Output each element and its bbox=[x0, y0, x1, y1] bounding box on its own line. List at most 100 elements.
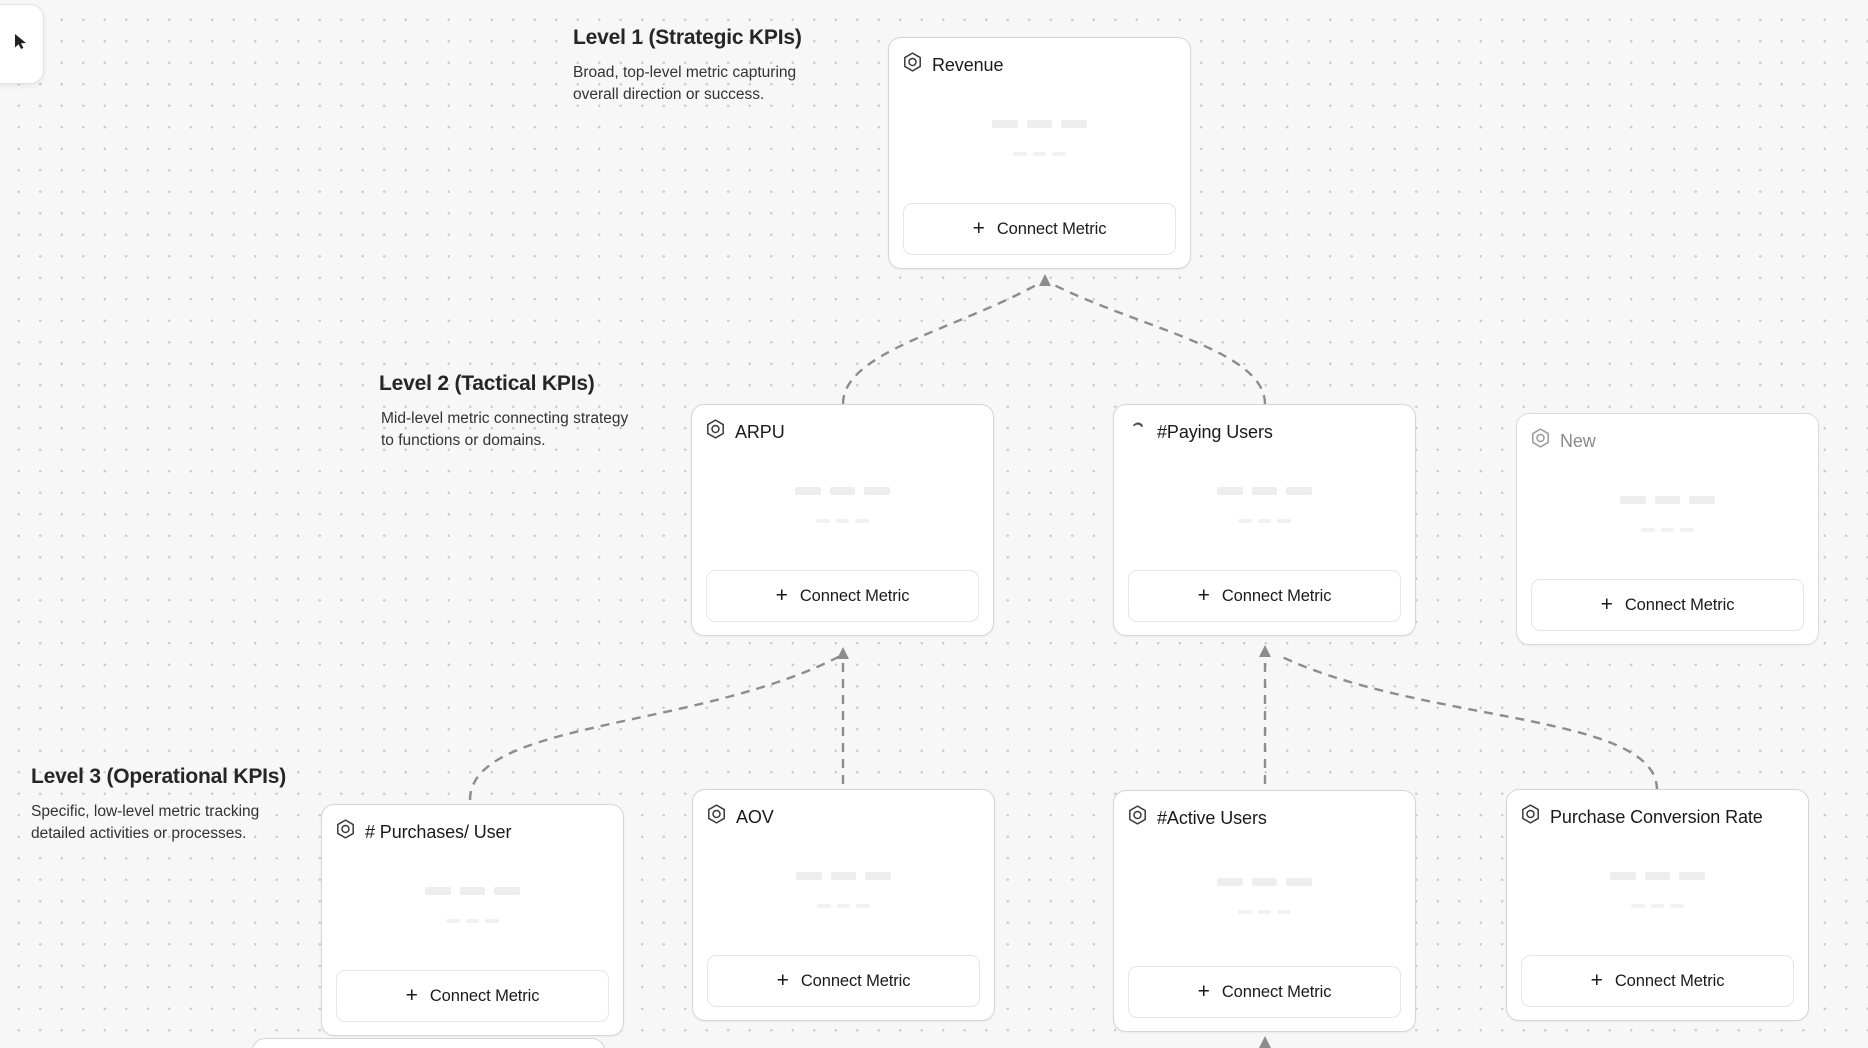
skeleton-bar bbox=[795, 486, 821, 495]
card-header: ARPU bbox=[706, 419, 979, 445]
skeleton-bar bbox=[836, 518, 849, 523]
skeleton-bars-secondary bbox=[1238, 518, 1291, 523]
level-3-title: Level 3 (Operational KPIs) bbox=[31, 765, 287, 788]
skeleton-bar bbox=[865, 871, 891, 880]
skeleton-bar bbox=[1013, 151, 1027, 156]
skeleton-bar bbox=[1052, 151, 1066, 156]
skeleton-bars-primary bbox=[1217, 877, 1312, 886]
connect-metric-button[interactable]: + Connect Metric bbox=[1531, 579, 1804, 631]
plus-icon: + bbox=[1197, 979, 1210, 1003]
connect-metric-label: Connect Metric bbox=[996, 219, 1107, 238]
skeleton-bars-primary bbox=[1610, 871, 1705, 880]
skeleton-bar bbox=[1620, 495, 1646, 504]
skeleton-bar bbox=[1252, 877, 1277, 886]
arrowhead-paying-users bbox=[1259, 645, 1271, 657]
skeleton-bar bbox=[1610, 871, 1636, 880]
skeleton-bar bbox=[425, 886, 451, 895]
connect-metric-button[interactable]: + Connect Metric bbox=[336, 970, 609, 1022]
plus-icon: + bbox=[972, 216, 985, 240]
metric-card-paying-users[interactable]: #Paying Users + Connect Metric bbox=[1113, 404, 1416, 636]
connect-metric-label: Connect Metric bbox=[1221, 586, 1332, 605]
connect-metric-button[interactable]: + Connect Metric bbox=[1521, 955, 1794, 1007]
skeleton-bars-primary bbox=[425, 886, 520, 895]
skeleton-bars-secondary bbox=[446, 918, 499, 923]
cursor-pointer-icon[interactable] bbox=[14, 33, 29, 55]
skeleton-bar bbox=[830, 486, 855, 495]
edge-conversion-to-paying-users bbox=[1277, 653, 1659, 791]
skeleton-bars-secondary bbox=[1238, 909, 1291, 914]
arrowhead-arpu bbox=[837, 647, 849, 659]
metric-card-active-users[interactable]: #Active Users + Connect Metric bbox=[1113, 790, 1416, 1032]
metric-card-new[interactable]: New + Connect Metric bbox=[1516, 413, 1819, 645]
hexagon-metric-icon bbox=[707, 804, 726, 830]
card-placeholder-body bbox=[336, 845, 609, 970]
floating-toolbar-panel[interactable] bbox=[0, 4, 44, 84]
card-title: #Active Users bbox=[1157, 807, 1267, 828]
skeleton-bar bbox=[992, 119, 1018, 128]
skeleton-bar bbox=[855, 518, 869, 523]
level-2-heading-block: Level 2 (Tactical KPIs) Mid-level metric… bbox=[379, 372, 631, 452]
skeleton-bar bbox=[1277, 909, 1291, 914]
plus-icon: + bbox=[1600, 592, 1613, 616]
card-placeholder-body bbox=[706, 445, 979, 570]
card-header: #Paying Users bbox=[1128, 419, 1401, 445]
skeleton-bars-secondary bbox=[1631, 903, 1684, 908]
level-3-heading-block: Level 3 (Operational KPIs) Specific, low… bbox=[31, 765, 286, 845]
connect-metric-button[interactable]: + Connect Metric bbox=[1128, 966, 1401, 1018]
skeleton-bars-secondary bbox=[816, 518, 869, 523]
skeleton-bar bbox=[1680, 527, 1694, 532]
skeleton-bars-primary bbox=[992, 119, 1087, 128]
skeleton-bars-primary bbox=[795, 486, 890, 495]
skeleton-bar bbox=[1689, 495, 1715, 504]
skeleton-bar bbox=[816, 518, 830, 523]
skeleton-bar bbox=[1258, 518, 1271, 523]
connect-metric-button[interactable]: + Connect Metric bbox=[1128, 570, 1401, 622]
plus-icon: + bbox=[776, 968, 789, 992]
skeleton-bar bbox=[1061, 119, 1087, 128]
connect-metric-button[interactable]: + Connect Metric bbox=[707, 955, 980, 1007]
skeleton-bar bbox=[864, 486, 890, 495]
skeleton-bar bbox=[485, 918, 499, 923]
card-placeholder-body bbox=[1128, 831, 1401, 966]
skeleton-bar bbox=[1033, 151, 1046, 156]
level-3-description: Specific, low-level metric tracking deta… bbox=[31, 803, 260, 842]
hexagon-metric-icon bbox=[1128, 805, 1147, 831]
hexagon-metric-icon bbox=[1531, 428, 1550, 454]
skeleton-bar bbox=[1286, 877, 1312, 886]
card-header: Revenue bbox=[903, 52, 1176, 78]
skeleton-bar bbox=[1238, 518, 1252, 523]
level-1-title: Level 1 (Strategic KPIs) bbox=[573, 26, 802, 49]
skeleton-bar bbox=[831, 871, 856, 880]
connect-metric-button[interactable]: + Connect Metric bbox=[903, 203, 1176, 255]
connect-metric-label: Connect Metric bbox=[800, 971, 911, 990]
skeleton-bar bbox=[1217, 877, 1243, 886]
skeleton-bars-secondary bbox=[1641, 527, 1694, 532]
metric-card-aov[interactable]: AOV + Connect Metric bbox=[692, 789, 995, 1021]
metric-card-arpu[interactable]: ARPU + Connect Metric bbox=[691, 404, 994, 636]
metric-card-purchases-per-user[interactable]: # Purchases/ User + Connect Metric bbox=[321, 804, 624, 1036]
level-1-description: Broad, top-level metric capturing overal… bbox=[573, 64, 797, 103]
skeleton-bar bbox=[1252, 486, 1277, 495]
connect-metric-label: Connect Metric bbox=[1624, 595, 1735, 614]
skeleton-bar bbox=[446, 918, 460, 923]
skeleton-bar bbox=[1641, 527, 1655, 532]
card-title: AOV bbox=[736, 806, 774, 827]
connect-metric-button[interactable]: + Connect Metric bbox=[706, 570, 979, 622]
plus-icon: + bbox=[1590, 968, 1603, 992]
card-title: # Purchases/ User bbox=[365, 821, 512, 842]
skeleton-bar bbox=[1027, 119, 1052, 128]
skeleton-bar bbox=[460, 886, 485, 895]
skeleton-bar bbox=[1217, 486, 1243, 495]
arrowhead-active-users bbox=[1259, 1036, 1271, 1048]
card-header: AOV bbox=[707, 804, 980, 830]
skeleton-bars-primary bbox=[1217, 486, 1312, 495]
edge-paying-users-to-revenue bbox=[1051, 282, 1267, 405]
metric-card-purchase-conversion-rate[interactable]: Purchase Conversion Rate + Connect Metri… bbox=[1506, 789, 1809, 1021]
skeleton-bar bbox=[466, 918, 479, 923]
skeleton-bar bbox=[1655, 495, 1680, 504]
metric-card-clipped-bottom[interactable] bbox=[252, 1038, 605, 1048]
level-1-heading-block: Level 1 (Strategic KPIs) Broad, top-leve… bbox=[573, 26, 823, 106]
metric-card-revenue[interactable]: Revenue + Connect Metric bbox=[888, 37, 1191, 269]
card-placeholder-body bbox=[903, 78, 1176, 203]
